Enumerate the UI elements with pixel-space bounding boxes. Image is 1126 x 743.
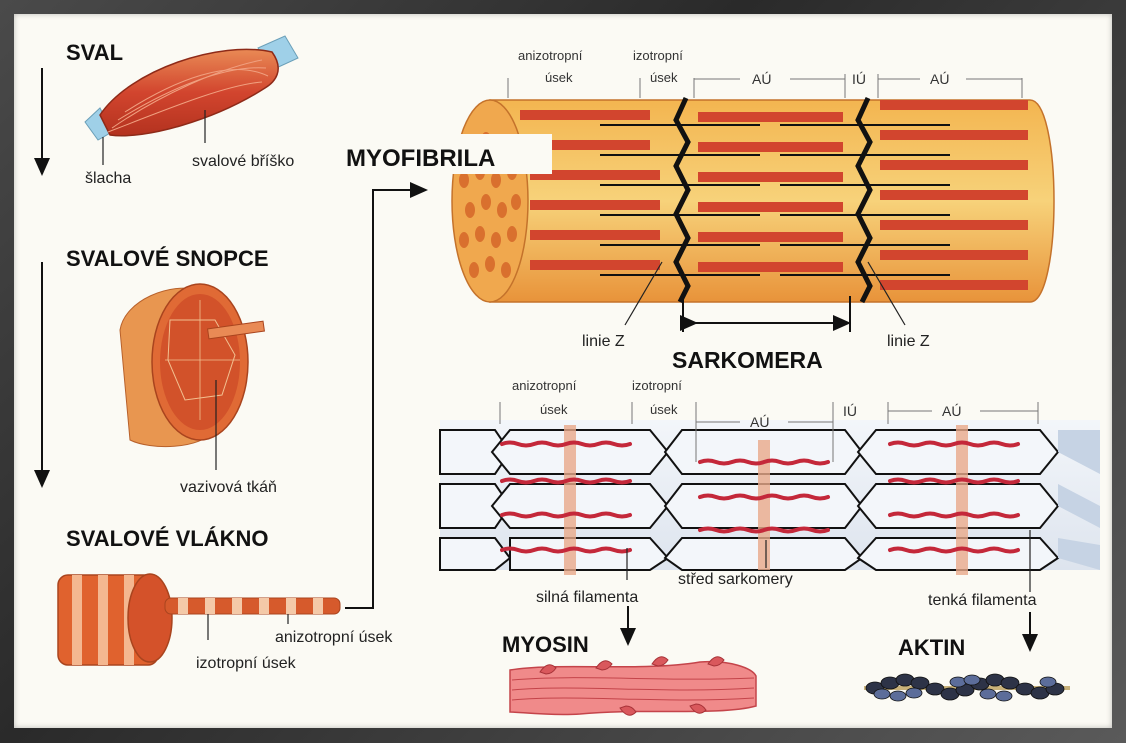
heading-myosin: MYOSIN [502, 632, 589, 657]
connector-arrow [345, 190, 420, 608]
bottom-anizotropni-usek: úsek [540, 402, 568, 417]
top-iu: IÚ [852, 71, 866, 87]
bottom-iu: IÚ [843, 403, 857, 419]
bottom-au-1: AÚ [750, 414, 769, 430]
heading-sval: SVAL [66, 40, 123, 65]
bottom-au-2: AÚ [942, 403, 961, 419]
label-linie-z-right: linie Z [887, 333, 930, 350]
top-au-1: AÚ [752, 71, 771, 87]
heading-svalove-vlakno: SVALOVÉ VLÁKNO [66, 526, 269, 551]
label-linie-z-left: linie Z [582, 333, 625, 350]
top-anizotropni: anizotropní [518, 48, 583, 63]
top-izotropni: izotropní [633, 48, 683, 63]
bottom-izotropni-usek: úsek [650, 402, 678, 417]
top-au-2: AÚ [930, 71, 949, 87]
label-izotropni-usek: izotropní úsek [196, 655, 297, 672]
label-tenka-filamenta: tenká filamenta [928, 592, 1037, 609]
label-anizotropni-usek: anizotropní úsek [275, 629, 393, 646]
label-svalove-brisko: svalové bříško [192, 153, 294, 170]
heading-myofibrila: MYOFIBRILA [346, 145, 495, 172]
fiber-illustration [58, 574, 340, 665]
label-stred-sarkomery: střed sarkomery [678, 571, 793, 588]
filament-illustration [440, 420, 1100, 575]
label-vazivova-tkan: vazivová tkáň [180, 479, 277, 496]
heading-sarkomera: SARKOMERA [672, 347, 823, 373]
bottom-anizotropni: anizotropní [512, 378, 577, 393]
label-silna-filamenta: silná filamenta [536, 589, 638, 606]
myofibril-illustration [452, 98, 1054, 302]
label-slacha: šlacha [85, 170, 131, 187]
heading-aktin: AKTIN [898, 635, 965, 660]
top-izotropni-usek: úsek [650, 70, 678, 85]
fascicle-illustration [120, 284, 264, 447]
top-anizotropni-usek: úsek [545, 70, 573, 85]
bottom-izotropni: izotropní [632, 378, 682, 393]
actin-illustration [864, 674, 1070, 701]
heading-svalove-snopce: SVALOVÉ SNOPCE [66, 246, 269, 271]
myosin-illustration [510, 657, 756, 715]
